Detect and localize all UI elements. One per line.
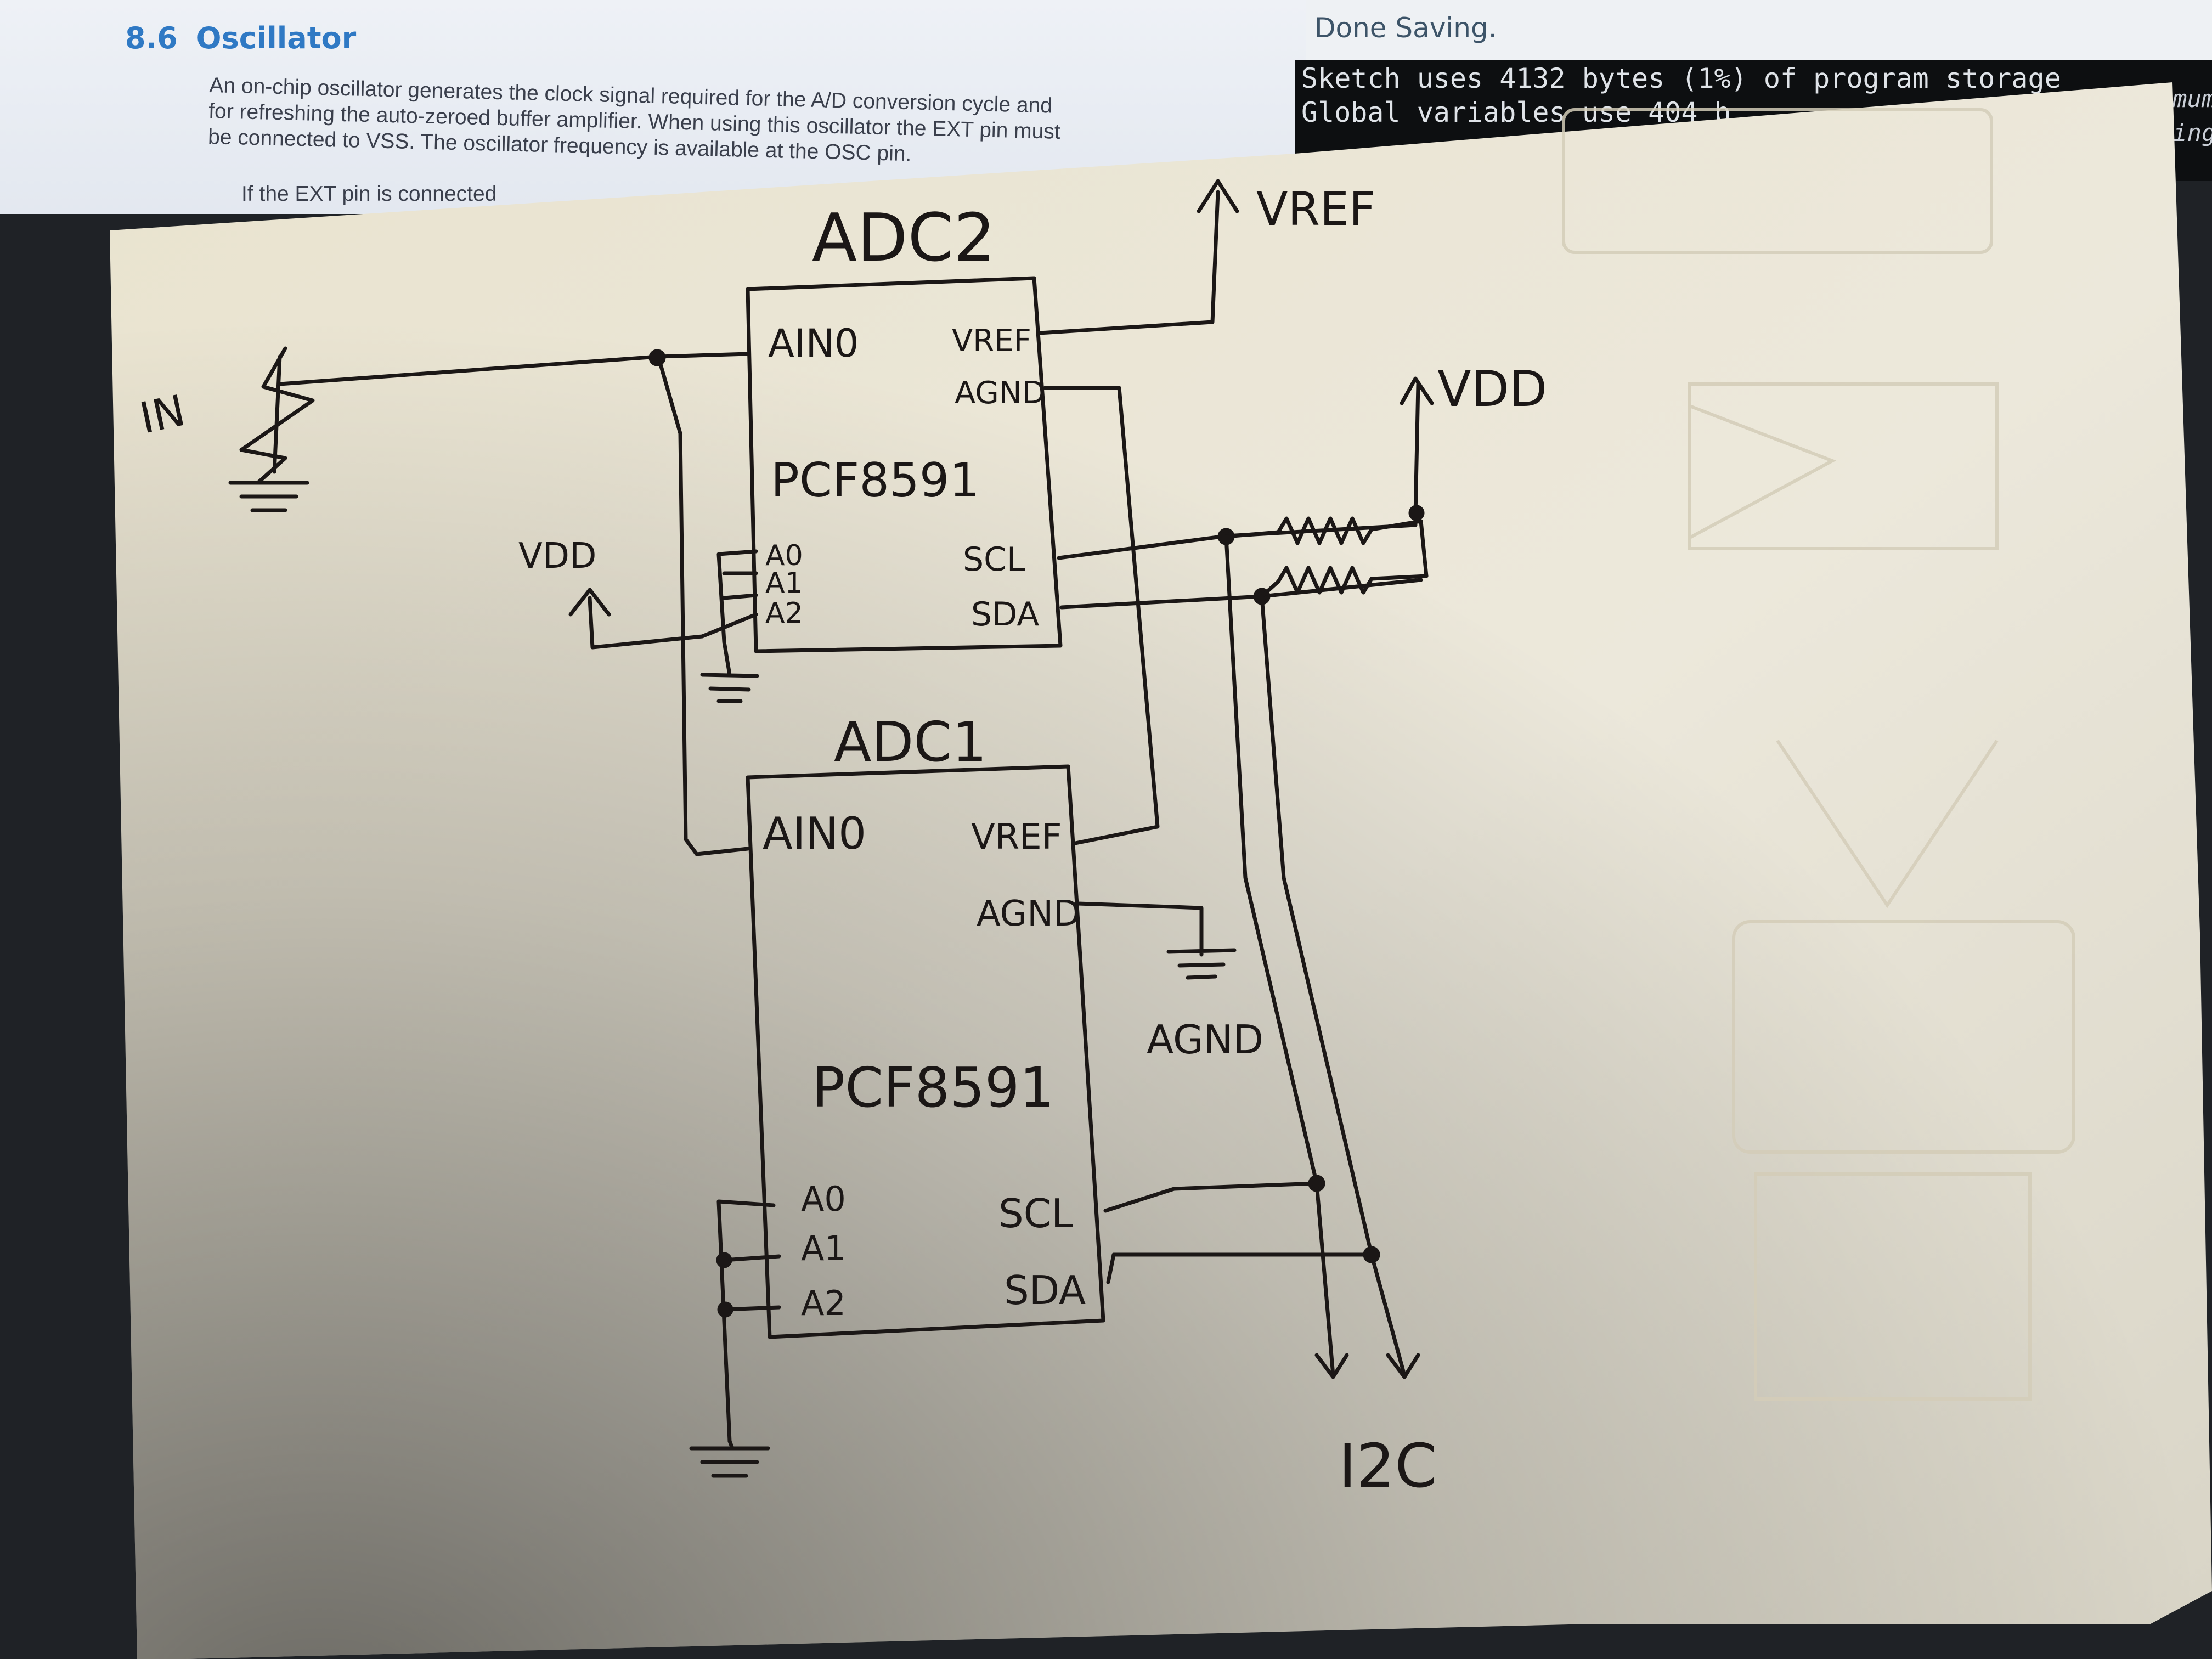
junction-dot xyxy=(716,1252,732,1268)
junction-dot xyxy=(1363,1246,1380,1263)
junction-dot xyxy=(717,1301,733,1318)
ide-status-bar xyxy=(1306,0,2212,60)
section-title: Oscillator xyxy=(196,21,357,55)
adc2-title: ADC2 xyxy=(812,200,996,276)
adc2-chip-body xyxy=(746,276,1063,653)
label-in: IN xyxy=(136,386,189,444)
wire-adc1-address xyxy=(716,1199,781,1443)
input-potentiometer xyxy=(228,346,315,512)
adc2-pin-scl: SCL xyxy=(963,540,1025,579)
junction-dot xyxy=(1308,1175,1325,1192)
wire-i2c-sda-down xyxy=(1260,594,1407,1378)
datasheet-cutoff-line: If the EXT pin is connected xyxy=(241,182,497,206)
ide-status-text: Done Saving. xyxy=(1314,12,1497,44)
adc1-pin-sda: SDA xyxy=(1004,1267,1086,1313)
adc1-pin-agnd: AGND xyxy=(977,894,1080,934)
label-vref-top: VREF xyxy=(1256,182,1375,236)
adc2-pin-vref: VREF xyxy=(952,323,1031,359)
console-line: Global variables use 404 b xyxy=(1301,97,1731,128)
i2c-arrowheads xyxy=(1314,1353,1420,1379)
adc1-pin-vref: VREF xyxy=(971,817,1062,857)
adc2-pin-agnd: AGND xyxy=(955,375,1046,411)
wire-vdd-left xyxy=(568,588,758,650)
wire-adc2-address xyxy=(716,549,758,644)
adc1-agnd-ground-symbol xyxy=(1166,941,1237,980)
wire-adc1-agnd xyxy=(1076,901,1204,946)
ide-right-fragments: mum ing xyxy=(2172,82,2212,150)
adc1-pin-a1: A1 xyxy=(801,1228,846,1268)
label-i2c: I2C xyxy=(1339,1431,1437,1501)
datasheet-section-heading: 8.6 Oscillator xyxy=(125,21,356,55)
junction-dot xyxy=(1408,505,1425,521)
embossed-marks xyxy=(1562,108,2075,1401)
label-vdd-left: VDD xyxy=(518,536,596,577)
ide-console-output: Sketch uses 4132 bytes (1%) of program s… xyxy=(1301,61,2061,129)
ide-fragment: mum xyxy=(2172,85,2212,113)
wire-vref-adc2 xyxy=(1037,179,1239,335)
junction-dot xyxy=(648,349,666,366)
adc1-pin-scl: SCL xyxy=(998,1190,1073,1237)
adc2-pin-sda: SDA xyxy=(971,595,1039,634)
console-line: Sketch uses 4132 bytes (1%) of program s… xyxy=(1301,63,2061,94)
adc1-title: ADC1 xyxy=(834,710,987,774)
section-number: 8.6 xyxy=(125,21,178,55)
adc2-chip-name: PCF8591 xyxy=(771,453,979,508)
wire-adc2-agnd xyxy=(1043,386,1160,845)
paper-shadow xyxy=(110,82,2212,1659)
wire-pullup-vdd xyxy=(1400,376,1434,578)
adc2-pin-a0: A0 xyxy=(765,539,803,572)
adc2-pin-ain0: AIN0 xyxy=(768,321,859,366)
adc1-pin-a0: A0 xyxy=(801,1179,846,1219)
adc2-ground-symbol xyxy=(700,640,759,703)
pullup-resistor-scl xyxy=(1224,516,1423,545)
adc1-chip-name: PCF8591 xyxy=(812,1056,1054,1120)
label-agnd: AGND xyxy=(1147,1017,1263,1063)
wire-i2c-scl-down xyxy=(1224,534,1335,1378)
pullup-resistor-sda xyxy=(1260,566,1429,599)
label-vdd-top: VDD xyxy=(1437,360,1547,418)
ide-fragment: ing xyxy=(2172,119,2212,147)
adc2-pin-a2: A2 xyxy=(765,597,803,630)
wire-ain0-adc1 xyxy=(656,354,750,856)
adc1-pin-ain0: AIN0 xyxy=(763,808,866,859)
adc2-pin-a1: A1 xyxy=(765,567,803,600)
adc1-pin-a2: A2 xyxy=(801,1283,846,1323)
wire-adc1-sda xyxy=(1106,1252,1374,1284)
adc1-chip-body xyxy=(746,764,1105,1339)
adc1-ground-symbol xyxy=(689,1439,770,1478)
wire-adc1-scl xyxy=(1103,1181,1319,1213)
